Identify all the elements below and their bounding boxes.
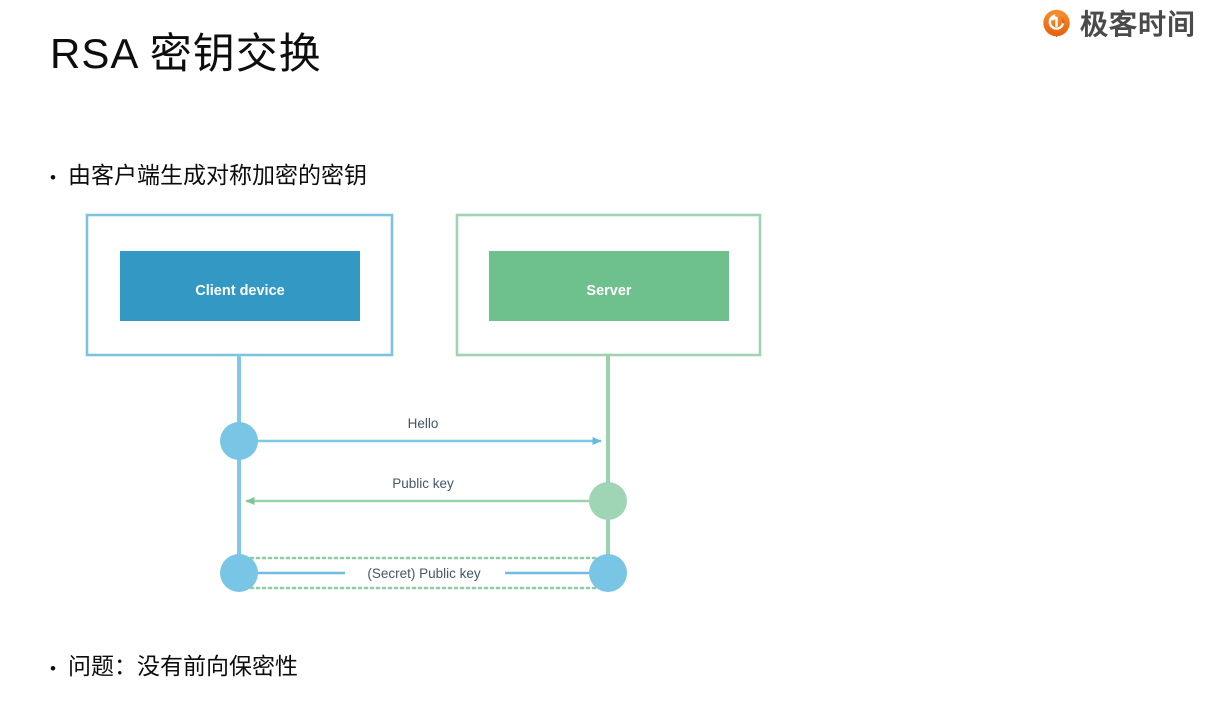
message-hello: Hello [220,416,602,460]
client-node-1 [220,422,258,460]
server-label: Server [586,283,632,299]
participant-server: Server [455,213,762,357]
participant-client: Client device [85,213,394,357]
bullet-marker-icon: • [50,659,56,678]
bullet-text-1: 由客户端生成对称加密的密钥 [68,162,367,188]
secret-public-key-label: (Secret) Public key [367,566,481,581]
message-secret-public-key: (Secret) Public key [220,554,627,592]
bullet-item-1: • 由客户端生成对称加密的密钥 [50,162,367,190]
page-title: RSA 密钥交换 [50,30,322,77]
brand-logo: 极客时间 [1040,8,1196,41]
server-node-1 [589,482,627,520]
brand-name: 极客时间 [1080,8,1197,40]
bullet-item-2: • 问题：没有前向保密性 [50,653,298,681]
client-inner-box [120,251,360,321]
bullet-text-2: 问题：没有前向保密性 [68,653,298,679]
server-inner-box [489,251,729,321]
hello-label: Hello [408,416,439,431]
public-key-label: Public key [392,476,454,491]
bullet-marker-icon: • [50,168,56,187]
client-node-2 [220,554,258,592]
message-public-key: Public key [245,476,627,520]
client-label: Client device [195,283,284,299]
rsa-key-exchange-sequence-diagram: Client device Server Hello Public key [80,212,780,612]
geektime-logo-icon [1040,8,1073,41]
server-node-2 [589,554,627,592]
